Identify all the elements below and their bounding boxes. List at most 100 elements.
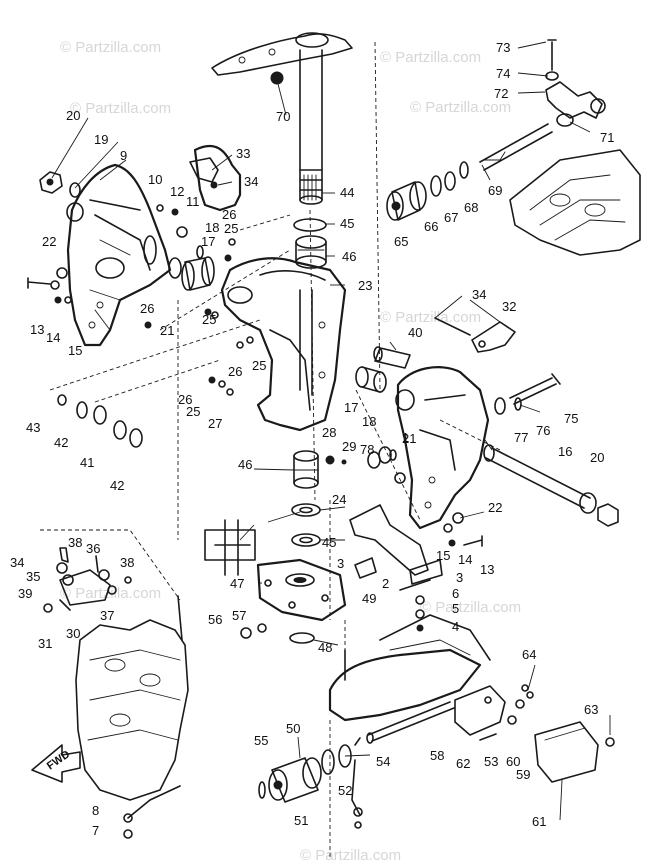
callout-58[interactable]: 58 (430, 748, 444, 763)
callout-15-2[interactable]: 15 (436, 548, 450, 563)
callout-12[interactable]: 12 (170, 184, 184, 199)
callout-14-2[interactable]: 14 (458, 552, 472, 567)
callout-34[interactable]: 34 (244, 174, 258, 189)
callout-57[interactable]: 57 (232, 608, 246, 623)
callout-26-3[interactable]: 26 (228, 364, 242, 379)
callout-78[interactable]: 78 (360, 442, 374, 457)
callout-20-2[interactable]: 20 (590, 450, 604, 465)
callout-19[interactable]: 19 (94, 132, 108, 147)
callout-15[interactable]: 15 (68, 343, 82, 358)
callout-1[interactable]: 1 (402, 430, 409, 445)
callout-4[interactable]: 4 (452, 619, 459, 634)
callout-56[interactable]: 56 (208, 612, 222, 627)
callout-22[interactable]: 22 (42, 234, 56, 249)
callout-69[interactable]: 69 (488, 183, 502, 198)
callout-65[interactable]: 65 (394, 234, 408, 249)
callout-46-2[interactable]: 46 (238, 457, 252, 472)
callout-11[interactable]: 11 (186, 194, 200, 209)
callout-34-3[interactable]: 34 (10, 555, 24, 570)
callout-61[interactable]: 61 (532, 814, 546, 829)
callout-71[interactable]: 71 (600, 130, 614, 145)
callout-43[interactable]: 43 (26, 420, 40, 435)
callout-33[interactable]: 33 (236, 146, 250, 161)
callout-25-4[interactable]: 25 (186, 404, 200, 419)
callout-18-2[interactable]: 18 (362, 414, 376, 429)
callout-41[interactable]: 41 (80, 455, 94, 470)
callout-38[interactable]: 38 (68, 535, 82, 550)
callout-7[interactable]: 7 (92, 823, 99, 838)
callout-55[interactable]: 55 (254, 733, 268, 748)
callout-66[interactable]: 66 (424, 219, 438, 234)
callout-20[interactable]: 20 (66, 108, 80, 123)
callout-5[interactable]: 5 (452, 601, 459, 616)
callout-73[interactable]: 73 (496, 40, 510, 55)
callout-3-2[interactable]: 3 (456, 570, 463, 585)
callout-39[interactable]: 39 (18, 586, 32, 601)
callout-2[interactable]: 2 (382, 576, 389, 591)
callout-45-2[interactable]: 45 (322, 535, 336, 550)
callout-54[interactable]: 54 (376, 754, 390, 769)
callout-52[interactable]: 52 (338, 783, 352, 798)
callout-53[interactable]: 53 (484, 754, 498, 769)
callout-46[interactable]: 46 (342, 249, 356, 264)
callout-31[interactable]: 31 (38, 636, 52, 651)
callout-75[interactable]: 75 (564, 411, 578, 426)
callout-67[interactable]: 67 (444, 210, 458, 225)
callout-38-2[interactable]: 38 (120, 555, 134, 570)
callout-37[interactable]: 37 (100, 608, 114, 623)
callout-72[interactable]: 72 (494, 86, 508, 101)
lower-mount-47 (256, 558, 347, 622)
callout-17-2[interactable]: 17 (344, 400, 358, 415)
callout-23[interactable]: 23 (358, 278, 372, 293)
callout-21-2[interactable]: 21 (402, 431, 416, 446)
callout-34-2[interactable]: 34 (472, 287, 486, 302)
callout-17[interactable]: 17 (201, 234, 215, 249)
callout-77[interactable]: 77 (514, 430, 528, 445)
callout-48[interactable]: 48 (318, 640, 332, 655)
callout-21[interactable]: 21 (160, 323, 174, 338)
callout-50[interactable]: 50 (286, 721, 300, 736)
callout-44[interactable]: 44 (340, 185, 354, 200)
callout-76[interactable]: 76 (536, 423, 550, 438)
callout-3[interactable]: 3 (337, 556, 344, 571)
callout-10[interactable]: 10 (148, 172, 162, 187)
callout-63[interactable]: 63 (584, 702, 598, 717)
callout-29[interactable]: 29 (342, 439, 356, 454)
callout-64[interactable]: 64 (522, 647, 536, 662)
callout-27[interactable]: 27 (208, 416, 222, 431)
callout-60[interactable]: 60 (506, 754, 520, 769)
callout-24[interactable]: 24 (332, 492, 346, 507)
callout-40[interactable]: 40 (408, 325, 422, 340)
callout-45[interactable]: 45 (340, 216, 354, 231)
callout-30[interactable]: 30 (66, 626, 80, 641)
callout-42[interactable]: 42 (54, 435, 68, 450)
callout-25[interactable]: 25 (224, 221, 238, 236)
callout-14[interactable]: 14 (46, 330, 60, 345)
callout-8[interactable]: 8 (92, 803, 99, 818)
callout-26[interactable]: 26 (222, 207, 236, 222)
callout-74[interactable]: 74 (496, 66, 510, 81)
callout-25-3[interactable]: 25 (252, 358, 266, 373)
callout-36[interactable]: 36 (86, 541, 100, 556)
callout-6[interactable]: 6 (452, 586, 459, 601)
callout-35[interactable]: 35 (26, 569, 40, 584)
callout-42-2[interactable]: 42 (110, 478, 124, 493)
callout-13-2[interactable]: 13 (480, 562, 494, 577)
callout-26-4[interactable]: 26 (178, 392, 192, 407)
callout-70[interactable]: 70 (276, 109, 290, 124)
callout-16[interactable]: 16 (558, 444, 572, 459)
callout-68[interactable]: 68 (464, 200, 478, 215)
callout-47[interactable]: 47 (230, 576, 244, 591)
callout-25-2[interactable]: 25 (202, 312, 216, 327)
callout-51[interactable]: 51 (294, 813, 308, 828)
callout-13[interactable]: 13 (30, 322, 44, 337)
callout-32[interactable]: 32 (502, 299, 516, 314)
callout-28[interactable]: 28 (322, 425, 336, 440)
callout-59[interactable]: 59 (516, 767, 530, 782)
callout-9[interactable]: 9 (120, 148, 127, 163)
callout-22-2[interactable]: 22 (488, 500, 502, 515)
callout-62[interactable]: 62 (456, 756, 470, 771)
callout-26-2[interactable]: 26 (140, 301, 154, 316)
callout-49[interactable]: 49 (362, 591, 376, 606)
callout-18[interactable]: 18 (205, 220, 219, 235)
